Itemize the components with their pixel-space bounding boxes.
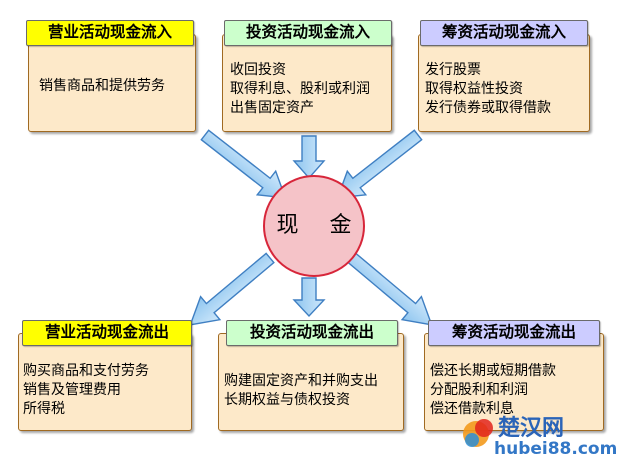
list-item: 发行股票 [425, 62, 481, 78]
investing-outflow-header: 投资活动现金流出 [226, 320, 398, 346]
cash-label: 现 金 [276, 213, 364, 238]
list-item: 长期权益与债权投资 [224, 392, 350, 408]
list-item: 购买商品和支付劳务 [23, 363, 149, 379]
list-item: 取得利息、股利或利润 [230, 81, 370, 97]
list-item: 取得权益性投资 [425, 81, 523, 97]
list-item: 收回投资 [230, 62, 286, 78]
watermark: 楚汉网 hubei88.com [454, 408, 624, 458]
arrow-outflow-middle [292, 277, 326, 318]
watermark-brand: 楚汉网 [498, 416, 564, 441]
investing-inflow-items: 收回投资 取得利息、股利或利润 出售固定资产 [230, 61, 370, 118]
watermark-domain: hubei88.com [494, 439, 617, 458]
financing-outflow-items: 偿还长期或短期借款 分配股利和利润 偿还借款利息 [430, 362, 556, 419]
list-item: 出售固定资产 [230, 100, 314, 116]
investing-outflow-box: 购建固定资产和并购支出 长期权益与债权投资 [218, 333, 404, 431]
list-item: 购建固定资产和并购支出 [224, 373, 378, 389]
list-item: 偿还借款利息 [430, 401, 514, 417]
list-item: 销售及管理费用 [23, 382, 121, 398]
list-item: 发行债券或取得借款 [425, 100, 551, 116]
financing-inflow-items: 发行股票 取得权益性投资 发行债券或取得借款 [425, 61, 551, 118]
arrow-inflow-left [200, 129, 287, 199]
watermark-logo-icon: 楚汉网 hubei88.com [463, 416, 617, 458]
list-item: 销售商品和提供劳务 [39, 78, 165, 94]
arrow-outflow-right [347, 252, 433, 326]
investing-inflow-header: 投资活动现金流入 [224, 20, 392, 46]
investing-outflow-items: 购建固定资产和并购支出 长期权益与债权投资 [224, 372, 378, 410]
financing-inflow-header: 筹资活动现金流入 [420, 20, 588, 46]
list-item: 偿还长期或短期借款 [430, 363, 556, 379]
operating-outflow-items: 购买商品和支付劳务 销售及管理费用 所得税 [23, 362, 149, 419]
financing-outflow-header: 筹资活动现金流出 [428, 320, 600, 346]
operating-inflow-header: 营业活动现金流入 [26, 20, 194, 46]
arrow-outflow-left [189, 252, 275, 326]
cash-circle [263, 175, 365, 277]
list-item: 分配股利和利润 [430, 382, 528, 398]
operating-outflow-header: 营业活动现金流出 [22, 320, 192, 346]
operating-outflow-box: 购买商品和支付劳务 销售及管理费用 所得税 [18, 333, 192, 431]
financing-outflow-box: 偿还长期或短期借款 分配股利和利润 偿还借款利息 [424, 333, 604, 431]
investing-inflow-box: 收回投资 取得利息、股利或利润 出售固定资产 [222, 34, 392, 132]
list-item: 所得税 [23, 401, 65, 417]
operating-inflow-box: 销售商品和提供劳务 [28, 34, 196, 132]
arrow-inflow-middle [292, 135, 326, 180]
financing-inflow-box: 发行股票 取得权益性投资 发行债券或取得借款 [418, 34, 590, 132]
operating-inflow-items: 销售商品和提供劳务 [39, 77, 165, 96]
